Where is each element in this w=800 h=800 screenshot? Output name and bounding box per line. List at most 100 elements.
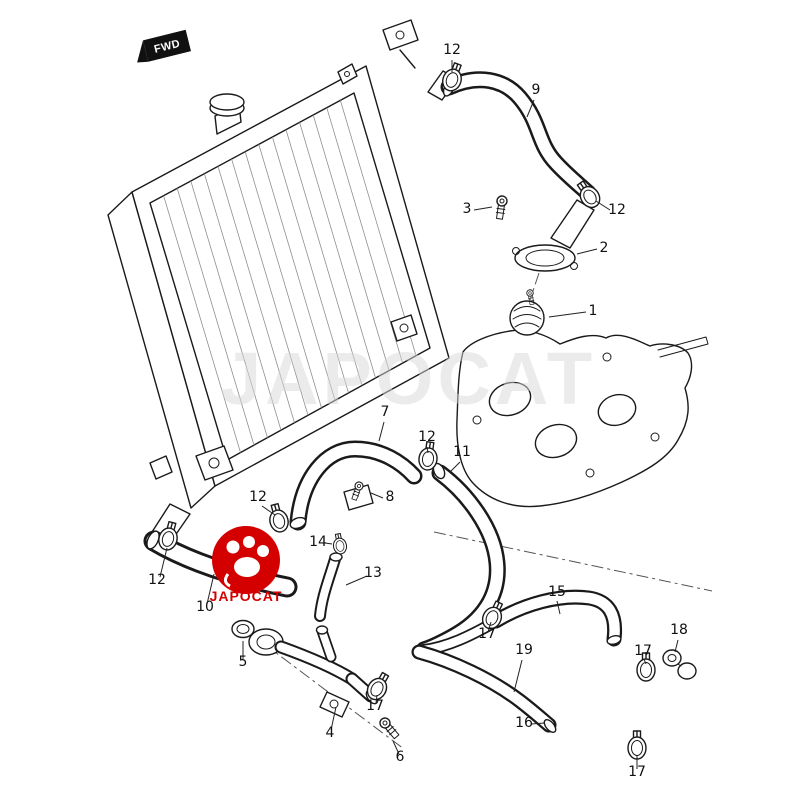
radiator-core-hatch <box>163 100 417 453</box>
lower-bracket <box>195 445 234 481</box>
bolt-3 <box>493 194 509 221</box>
callout-18: 18 <box>670 622 688 638</box>
callout-12-hose7: 12 <box>418 429 436 445</box>
lower-bracket-hole <box>208 457 220 469</box>
side-bracket-hole <box>399 323 409 333</box>
hose-16-end-opening <box>543 719 557 733</box>
leader-lines <box>159 60 679 769</box>
manifold-outline <box>456 329 693 508</box>
water-pipe-assembly <box>231 532 402 741</box>
callout-3: 3 <box>463 201 472 217</box>
brand-wordmark: JAPOCAT <box>210 588 283 604</box>
thermostat-housing-neck <box>550 199 595 249</box>
lower-foot <box>149 455 173 480</box>
manifold-rod <box>657 336 709 358</box>
callout-6: 6 <box>396 749 405 765</box>
middle-hoses <box>265 440 506 659</box>
callout-17-pipe4: 17 <box>366 698 384 714</box>
upper-mount-stem <box>399 49 416 69</box>
hose-13-end-opening <box>329 552 343 562</box>
callout-5: 5 <box>239 654 248 670</box>
manifold-port-3 <box>597 393 637 427</box>
hose-10-end-opening <box>146 530 160 550</box>
upper-mount-bracket <box>382 19 419 51</box>
radiator <box>107 19 458 544</box>
clip-18-ring-2 <box>677 662 697 680</box>
hose-9-body <box>443 73 594 199</box>
clamp-12-hose7-left <box>265 501 292 535</box>
logo-tail <box>223 573 231 588</box>
callout-9: 9 <box>532 82 541 98</box>
bottom-hoses <box>411 589 697 760</box>
logo-blob-1 <box>226 540 240 554</box>
logo-blob-3 <box>257 545 269 557</box>
fwd-flag-body <box>142 29 191 62</box>
callout-12-left: 12 <box>249 489 267 505</box>
clip-18-hole-1 <box>667 654 677 662</box>
callout-11: 11 <box>453 444 471 460</box>
centerline-right <box>433 531 713 592</box>
manifold-bolt-hole-1 <box>472 415 482 425</box>
thermostat-housing-flange <box>514 244 576 272</box>
manifold-bolt-hole-2 <box>585 468 595 478</box>
clamp-14 <box>330 532 349 556</box>
pipe-4-upper-stub <box>318 627 335 661</box>
hose-15-body <box>490 591 620 645</box>
engine-manifold <box>456 288 709 508</box>
callout-17-hose15: 17 <box>478 626 496 642</box>
callout-13: 13 <box>364 565 382 581</box>
bolt-6 <box>377 715 402 741</box>
thermostat-housing-opening <box>525 249 565 267</box>
pipe-4-bracket-hole <box>329 699 339 709</box>
callout-17-right: 17 <box>634 643 652 659</box>
hose-13-body <box>316 555 339 620</box>
callout-10: 10 <box>196 599 214 615</box>
pipe-4-bracket <box>319 691 350 718</box>
pipe-4-upper-opening <box>315 625 329 635</box>
brand-logo: JAPOCAT <box>210 526 283 604</box>
logo-blob-2 <box>243 536 255 548</box>
clip-18-ring-1 <box>662 649 682 667</box>
thermostat-seat <box>509 300 545 336</box>
callout-4: 4 <box>326 725 335 741</box>
logo-blob-pad <box>234 557 260 577</box>
callout-12-top: 12 <box>443 42 461 58</box>
callouts: 12 9 3 12 2 1 7 12 11 8 12 14 13 12 15 1… <box>148 42 688 780</box>
upper-hose-assembly <box>439 60 605 272</box>
fwd-flag: FWD <box>137 29 191 63</box>
upper-mount-hole <box>395 30 405 40</box>
watermark-text: JAPOCAT <box>220 337 596 420</box>
hose-16-body <box>413 646 555 731</box>
callout-16: 16 <box>515 715 533 731</box>
hose-7-end-opening <box>289 516 307 530</box>
flange-bolt-hole-2 <box>570 262 578 270</box>
callout-17-bottom: 17 <box>628 764 646 780</box>
clamp-17-bottom <box>627 730 647 760</box>
side-bracket <box>390 314 418 342</box>
manifold-bolt-hole-3 <box>650 432 660 442</box>
radiator-cap-top <box>209 93 245 111</box>
callout-1: 1 <box>589 303 598 319</box>
centerline-thermostat <box>529 272 540 301</box>
centerline-pipe <box>262 642 405 750</box>
callout-2: 2 <box>600 240 609 256</box>
hose-15-end-opening <box>606 635 622 645</box>
clip-18 <box>662 649 697 680</box>
manifold-port-2 <box>534 423 578 459</box>
callout-19: 19 <box>515 642 533 658</box>
manifold-port-1 <box>488 381 532 417</box>
pipe-4-body <box>276 642 357 684</box>
top-bracket-small <box>337 63 358 85</box>
gasket-ring-5 <box>231 619 255 639</box>
manifold-bolt-hole-4 <box>602 352 612 362</box>
callout-12-thermostat: 12 <box>608 202 626 218</box>
clip-18-link <box>677 663 682 667</box>
hose-7-body <box>292 442 420 528</box>
top-bracket-hole <box>344 71 350 77</box>
pipe-4-flange-opening <box>256 634 276 650</box>
thermostat-spring <box>512 306 542 328</box>
callout-8: 8 <box>386 489 395 505</box>
callout-14: 14 <box>309 534 327 550</box>
